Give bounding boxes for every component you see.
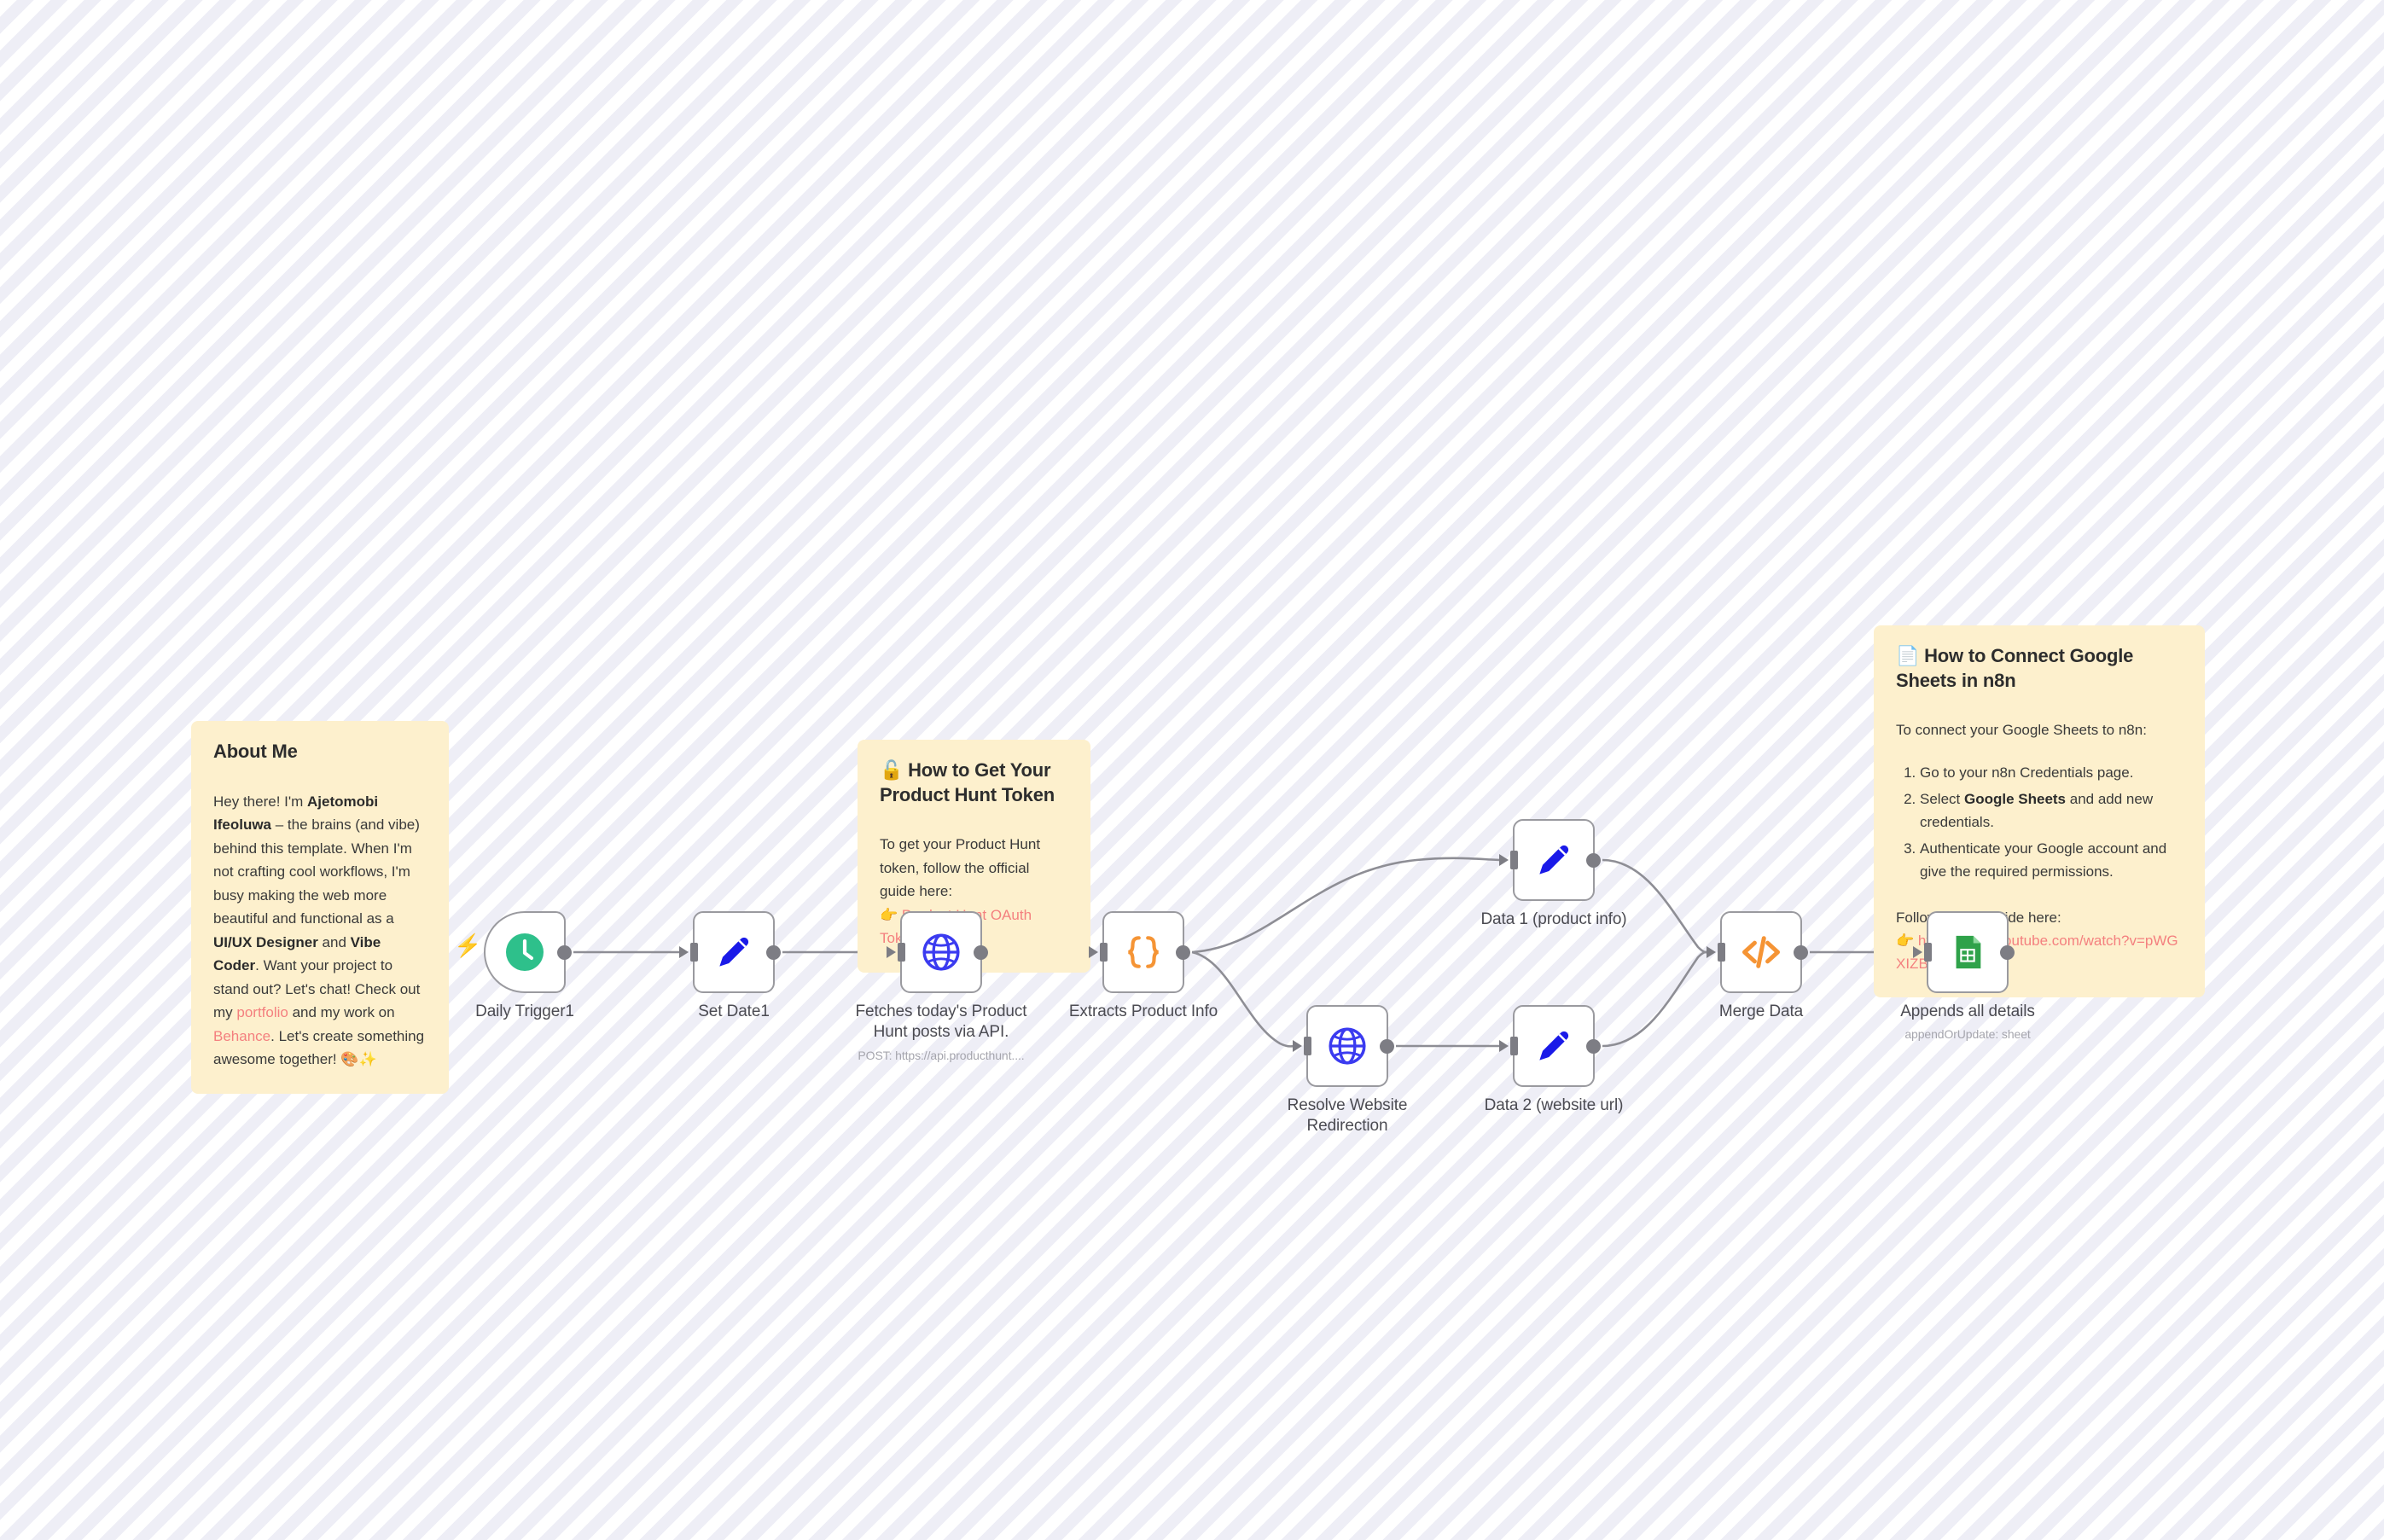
node-output-port[interactable] xyxy=(1176,944,1190,960)
node-input-port[interactable] xyxy=(1293,1037,1311,1055)
pencil-icon xyxy=(1539,845,1569,875)
node-input-port[interactable] xyxy=(1499,1037,1518,1055)
globe-icon xyxy=(917,928,965,976)
code-braces-icon xyxy=(1128,936,1159,968)
sticky-note-about-me[interactable]: About Me Hey there! I'm Ajetomobi Ifeolu… xyxy=(191,721,449,1094)
globe-icon xyxy=(922,933,960,971)
node-resolve-redirect[interactable] xyxy=(1293,1005,1394,1087)
globe-icon xyxy=(1323,1022,1371,1070)
node-merge-data[interactable] xyxy=(1707,911,1808,993)
node-output-port[interactable] xyxy=(557,944,572,960)
list-item: Go to your n8n Credentials page. xyxy=(1920,761,2183,784)
node-daily-trigger[interactable] xyxy=(484,911,572,993)
pencil-icon xyxy=(1539,1031,1569,1061)
code-tag-icon xyxy=(1737,928,1785,976)
google-sheets-icon xyxy=(1944,928,1992,976)
node-output-port[interactable] xyxy=(1586,852,1601,868)
node-output-port[interactable] xyxy=(1380,1038,1394,1054)
node-output-port[interactable] xyxy=(1586,1038,1601,1054)
wire-data1-merge xyxy=(1602,858,1711,954)
sticky-steps-sheets: Go to your n8n Credentials page. Select G… xyxy=(1896,761,2183,884)
code-braces-icon xyxy=(1119,928,1167,976)
node-appends-details[interactable] xyxy=(1913,911,2015,993)
globe-icon xyxy=(1329,1027,1366,1065)
node-input-port[interactable] xyxy=(887,943,905,962)
sticky-note-google-sheets[interactable]: 📄 How to Connect Google Sheets in n8n To… xyxy=(1874,625,2205,998)
node-subtitle-appends-details: appendOrUpdate: sheet xyxy=(1904,1027,2031,1042)
node-label-merge-data: Merge Data xyxy=(1718,1002,1804,1020)
node-fetch-posts[interactable] xyxy=(887,911,988,993)
wire-extract-data1 xyxy=(1191,857,1503,954)
code-tag-icon xyxy=(1742,936,1780,968)
clock-icon xyxy=(501,928,549,976)
sticky-title-about-me: About Me xyxy=(213,741,298,762)
node-set-date[interactable] xyxy=(679,911,781,993)
node-input-port[interactable] xyxy=(679,943,698,962)
sticky-body-about-me: Hey there! I'm Ajetomobi Ifeoluwa – the … xyxy=(213,793,425,1068)
pencil-icon xyxy=(719,937,749,967)
google-sheets-icon xyxy=(1956,935,1981,969)
lightning-bolt-icon: ⚡ xyxy=(454,933,482,958)
node-data-1[interactable] xyxy=(1499,819,1601,901)
node-output-port[interactable] xyxy=(1794,944,1808,960)
node-output-port[interactable] xyxy=(766,944,781,960)
node-input-port[interactable] xyxy=(1913,943,1932,962)
pencil-icon xyxy=(710,928,758,976)
node-label-resolve-redirect: Resolve Website Redirection xyxy=(1287,1096,1408,1136)
node-output-port[interactable] xyxy=(974,944,988,960)
sticky-intro-sheets: To connect your Google Sheets to n8n: xyxy=(1896,722,2147,739)
node-label-data-1: Data 1 (product info) xyxy=(1480,910,1627,928)
node-subtitle-fetch-posts: POST: https://api.producthunt.... xyxy=(858,1048,1025,1062)
clock-icon xyxy=(506,933,544,971)
node-label-extract-info: Extracts Product Info xyxy=(1068,1002,1218,1020)
list-item: Select Google Sheets and add new credent… xyxy=(1920,787,2183,834)
node-input-port[interactable] xyxy=(1707,943,1725,962)
wire-extract-resolve xyxy=(1191,950,1297,1048)
node-label-fetch-posts: Fetches today's Product Hunt posts via A… xyxy=(813,1002,1069,1064)
pencil-icon xyxy=(1530,836,1578,884)
node-label-data-2: Data 2 (website url) xyxy=(1484,1096,1624,1114)
node-input-port[interactable] xyxy=(1499,851,1518,869)
node-input-port[interactable] xyxy=(1089,943,1108,962)
list-item: Authenticate your Google account and giv… xyxy=(1920,837,2183,883)
node-label-daily-trigger: Daily Trigger1 xyxy=(475,1002,574,1020)
sticky-title-token: 🔓 How to Get Your Product Hunt Token xyxy=(880,759,1055,805)
sticky-title-sheets: 📄 How to Connect Google Sheets in n8n xyxy=(1896,645,2134,691)
node-label-set-date: Set Date1 xyxy=(698,1002,770,1020)
wire-data2-merge xyxy=(1602,950,1711,1048)
pencil-icon xyxy=(1530,1022,1578,1070)
sticky-note-product-hunt-token[interactable]: 🔓 How to Get Your Product Hunt Token To … xyxy=(858,740,1090,973)
node-extract-info[interactable] xyxy=(1089,911,1190,993)
node-data-2[interactable] xyxy=(1499,1005,1601,1087)
node-output-port[interactable] xyxy=(2000,944,2015,960)
